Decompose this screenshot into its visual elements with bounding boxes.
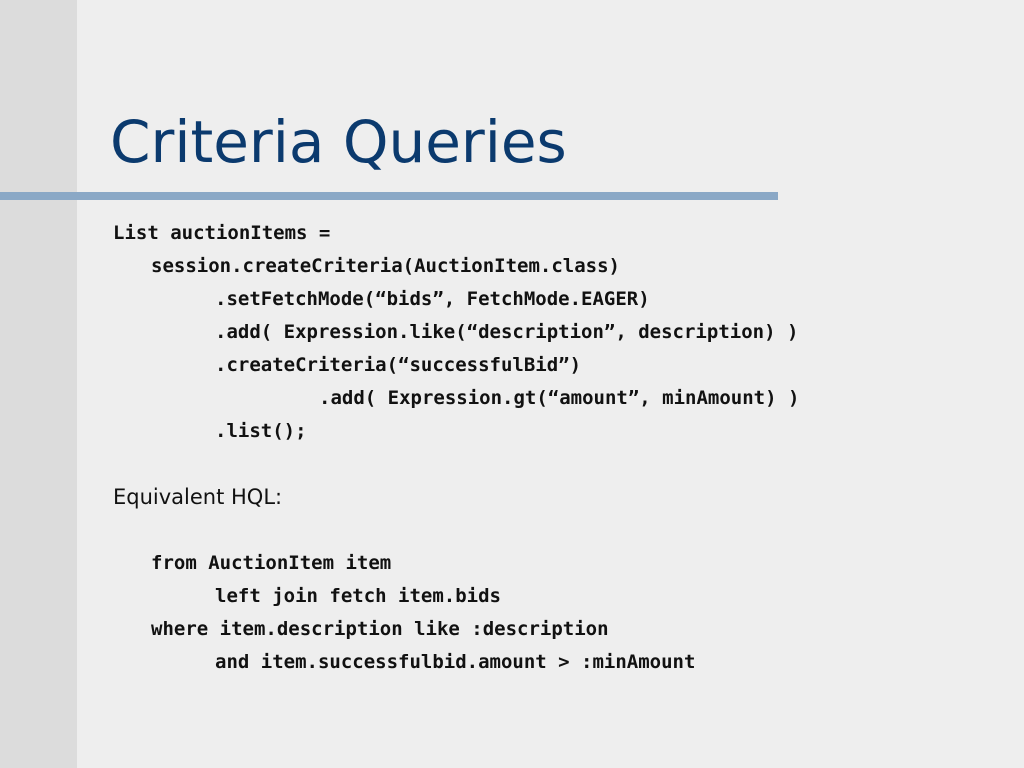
slide-body: List auctionItems = session.createCriter…: [113, 217, 993, 679]
criteria-code-line: session.createCriteria(AuctionItem.class…: [151, 255, 620, 277]
criteria-code-line: .setFetchMode(“bids”, FetchMode.EAGER): [215, 288, 650, 310]
hql-code-line: left join fetch item.bids: [215, 585, 501, 607]
left-decorative-band: [0, 0, 77, 768]
criteria-code-line: .createCriteria(“successfulBid”): [215, 354, 582, 376]
hql-code-line: where item.description like :description: [151, 618, 609, 640]
hql-heading: Equivalent HQL:: [113, 485, 283, 509]
hql-code-line: from AuctionItem item: [151, 552, 392, 574]
criteria-code-line: List auctionItems =: [113, 222, 331, 244]
spacer: [113, 514, 993, 547]
title-divider: [0, 192, 778, 200]
criteria-code-line: .list();: [215, 420, 307, 442]
hql-code-line: and item.successfulbid.amount > :minAmou…: [215, 651, 696, 673]
slide-title: Criteria Queries: [110, 108, 567, 176]
spacer: [113, 448, 993, 481]
criteria-code-line: .add( Expression.gt(“amount”, minAmount)…: [319, 387, 800, 409]
criteria-code-line: .add( Expression.like(“description”, des…: [215, 321, 799, 343]
